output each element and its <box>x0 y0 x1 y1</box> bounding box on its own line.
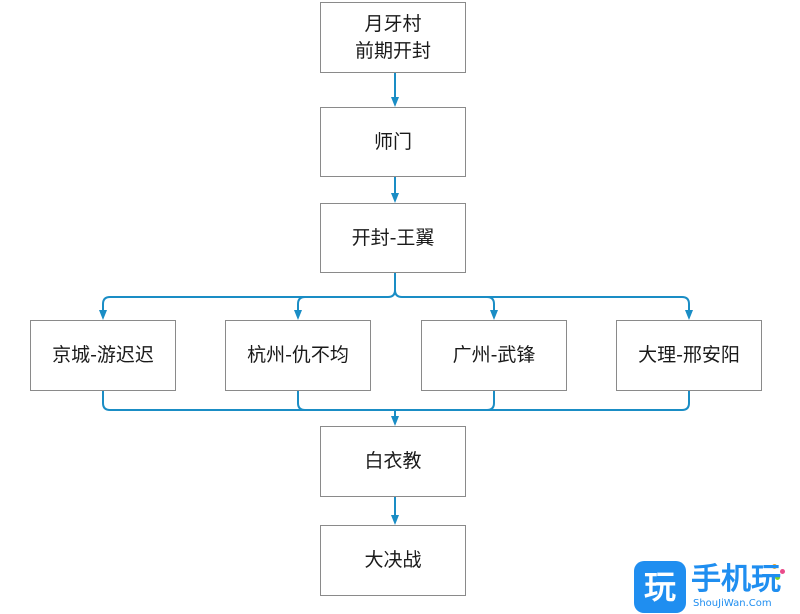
node-kaifeng: 开封-王翼 <box>320 203 466 273</box>
merge-connector-branch-3 <box>486 391 495 411</box>
node-hangzhou-label: 杭州-仇不均 <box>247 344 349 366</box>
node-dajuezhan: 大决战 <box>320 525 466 596</box>
node-guangzhou: 广州-武锋 <box>421 320 567 391</box>
node-baiyijiao: 白衣教 <box>320 426 466 497</box>
node-shimen-label: 师门 <box>373 130 412 153</box>
node-guangzhou-label: 广州-武锋 <box>452 344 536 366</box>
watermark-dot-icon <box>775 575 780 580</box>
node-dali: 大理-邢安阳 <box>616 320 762 391</box>
node-kaifeng-label: 开封-王翼 <box>351 226 435 249</box>
split-connector-right <box>394 289 690 305</box>
watermark-dot-icon <box>772 564 777 569</box>
arrow-to-branch-2 <box>294 296 306 320</box>
watermark-logo-char: 玩 <box>643 568 676 606</box>
node-hangzhou: 杭州-仇不均 <box>225 320 371 391</box>
node-dali-label: 大理-邢安阳 <box>638 344 740 366</box>
watermark-logo-icon: 玩 <box>634 561 686 613</box>
watermark: 玩 手机玩 ShouJiWan.Com <box>634 561 800 614</box>
merge-connector <box>102 391 690 411</box>
watermark-name: 手机玩 <box>691 562 781 597</box>
arrow-to-branch-3 <box>486 296 498 320</box>
watermark-dot-icon <box>780 569 785 574</box>
merge-connector-branch-2 <box>297 391 306 411</box>
node-yueyacun-line2: 前期开封 <box>354 39 431 62</box>
watermark-url: ShouJiWan.Com <box>693 598 772 609</box>
node-baiyijiao-label: 白衣教 <box>364 450 422 472</box>
node-yueyacun: 月牙村 前期开封 <box>320 2 466 73</box>
node-jingcheng: 京城-游迟迟 <box>30 320 176 391</box>
node-jingcheng-label: 京城-游迟迟 <box>52 344 154 366</box>
split-connector-left <box>102 273 396 305</box>
node-shimen: 师门 <box>320 107 466 177</box>
node-yueyacun-line1: 月牙村 <box>364 12 422 35</box>
node-dajuezhan-label: 大决战 <box>364 549 422 571</box>
